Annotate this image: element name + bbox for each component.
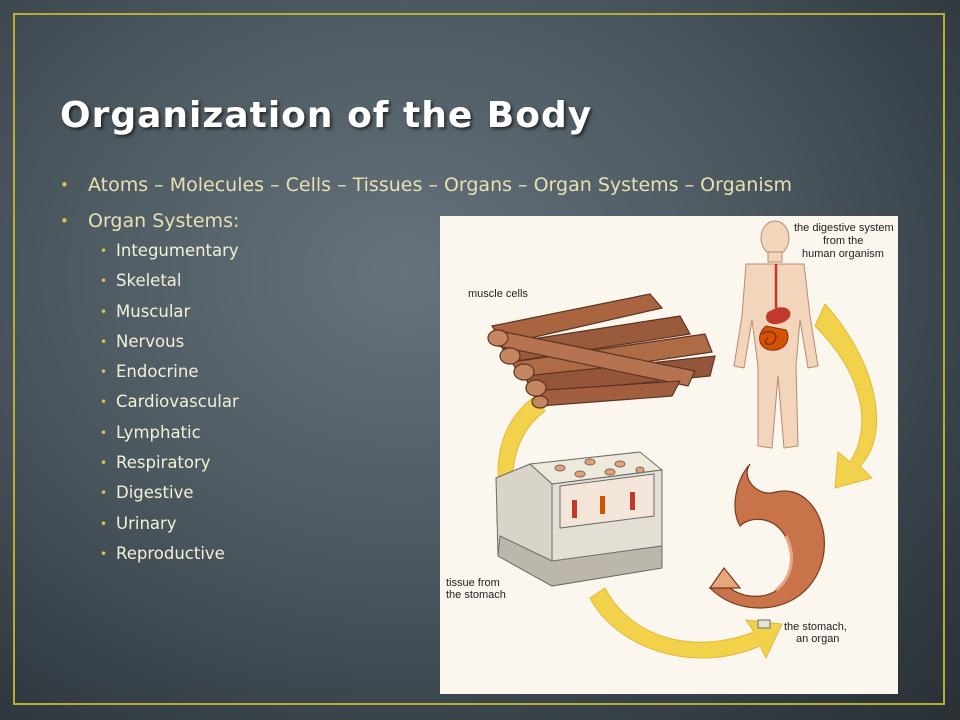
list-item: •Urinary: [60, 509, 860, 539]
stomach-organ-illustration: [708, 463, 825, 609]
list-item: •Endocrine: [60, 357, 860, 387]
bullet-icon: •: [100, 304, 108, 319]
label-tissue-2: the stomach: [446, 589, 506, 601]
label-tissue-1: tissue from: [446, 577, 500, 589]
label-muscle-cells: muscle cells: [468, 288, 528, 300]
bullet-organ-systems: • Organ Systems:: [60, 208, 860, 234]
list-item: •Integumentary: [60, 236, 860, 266]
tissue-sample-marker: [757, 619, 771, 629]
label-digestive-system-3: human organism: [802, 248, 884, 260]
slide-title: Organization of the Body: [60, 95, 593, 136]
label-digestive-system-2: from the: [823, 235, 863, 247]
figure-illustration: muscle cells the digestive system from t…: [446, 220, 894, 660]
bullet-hierarchy-text: Atoms – Molecules – Cells – Tissues – Or…: [88, 174, 793, 196]
muscle-cells-illustration: [487, 293, 716, 409]
bullet-icon: •: [100, 365, 108, 380]
bullet-organ-systems-text: Organ Systems:: [88, 210, 240, 232]
list-item: •Digestive: [60, 478, 860, 508]
label-digestive-system-1: the digestive system: [794, 222, 894, 234]
digestive-system-illustration: [759, 264, 791, 351]
list-item: •Lymphatic: [60, 418, 860, 448]
body-organization-figure: muscle cells the digestive system from t…: [440, 216, 898, 694]
bullet-hierarchy: • Atoms – Molecules – Cells – Tissues – …: [60, 172, 848, 198]
bullet-icon: •: [60, 212, 69, 230]
bullet-icon: •: [100, 486, 108, 501]
list-item: •Cardiovascular: [60, 387, 860, 417]
list-item: •Muscular: [60, 297, 860, 327]
organ-system-list: •Integumentary •Skeletal •Muscular •Nerv…: [60, 236, 860, 569]
label-stomach-2: an organ: [796, 633, 839, 645]
list-item: •Respiratory: [60, 448, 860, 478]
bullet-icon: •: [100, 516, 108, 531]
bullet-icon: •: [100, 395, 108, 410]
bullet-icon: •: [100, 274, 108, 289]
bullet-icon: •: [100, 456, 108, 471]
arrow-organism-to-cells: [814, 303, 877, 489]
label-stomach-1: the stomach,: [784, 621, 847, 633]
list-item: •Reproductive: [60, 539, 860, 569]
bullet-icon: •: [100, 244, 108, 258]
bullet-icon: •: [100, 334, 108, 349]
list-item: •Skeletal: [60, 266, 860, 296]
human-organism-illustration: [733, 220, 819, 449]
list-item: •Nervous: [60, 327, 860, 357]
bullet-icon: •: [60, 176, 69, 194]
bullet-icon: •: [100, 546, 108, 561]
bullet-icon: •: [100, 425, 108, 440]
slide-frame: [13, 13, 945, 705]
arrow-tissue-to-stomach: [589, 587, 783, 660]
stomach-tissue-illustration: [495, 451, 664, 587]
bullet-list: • Atoms – Molecules – Cells – Tissues – …: [60, 172, 860, 569]
